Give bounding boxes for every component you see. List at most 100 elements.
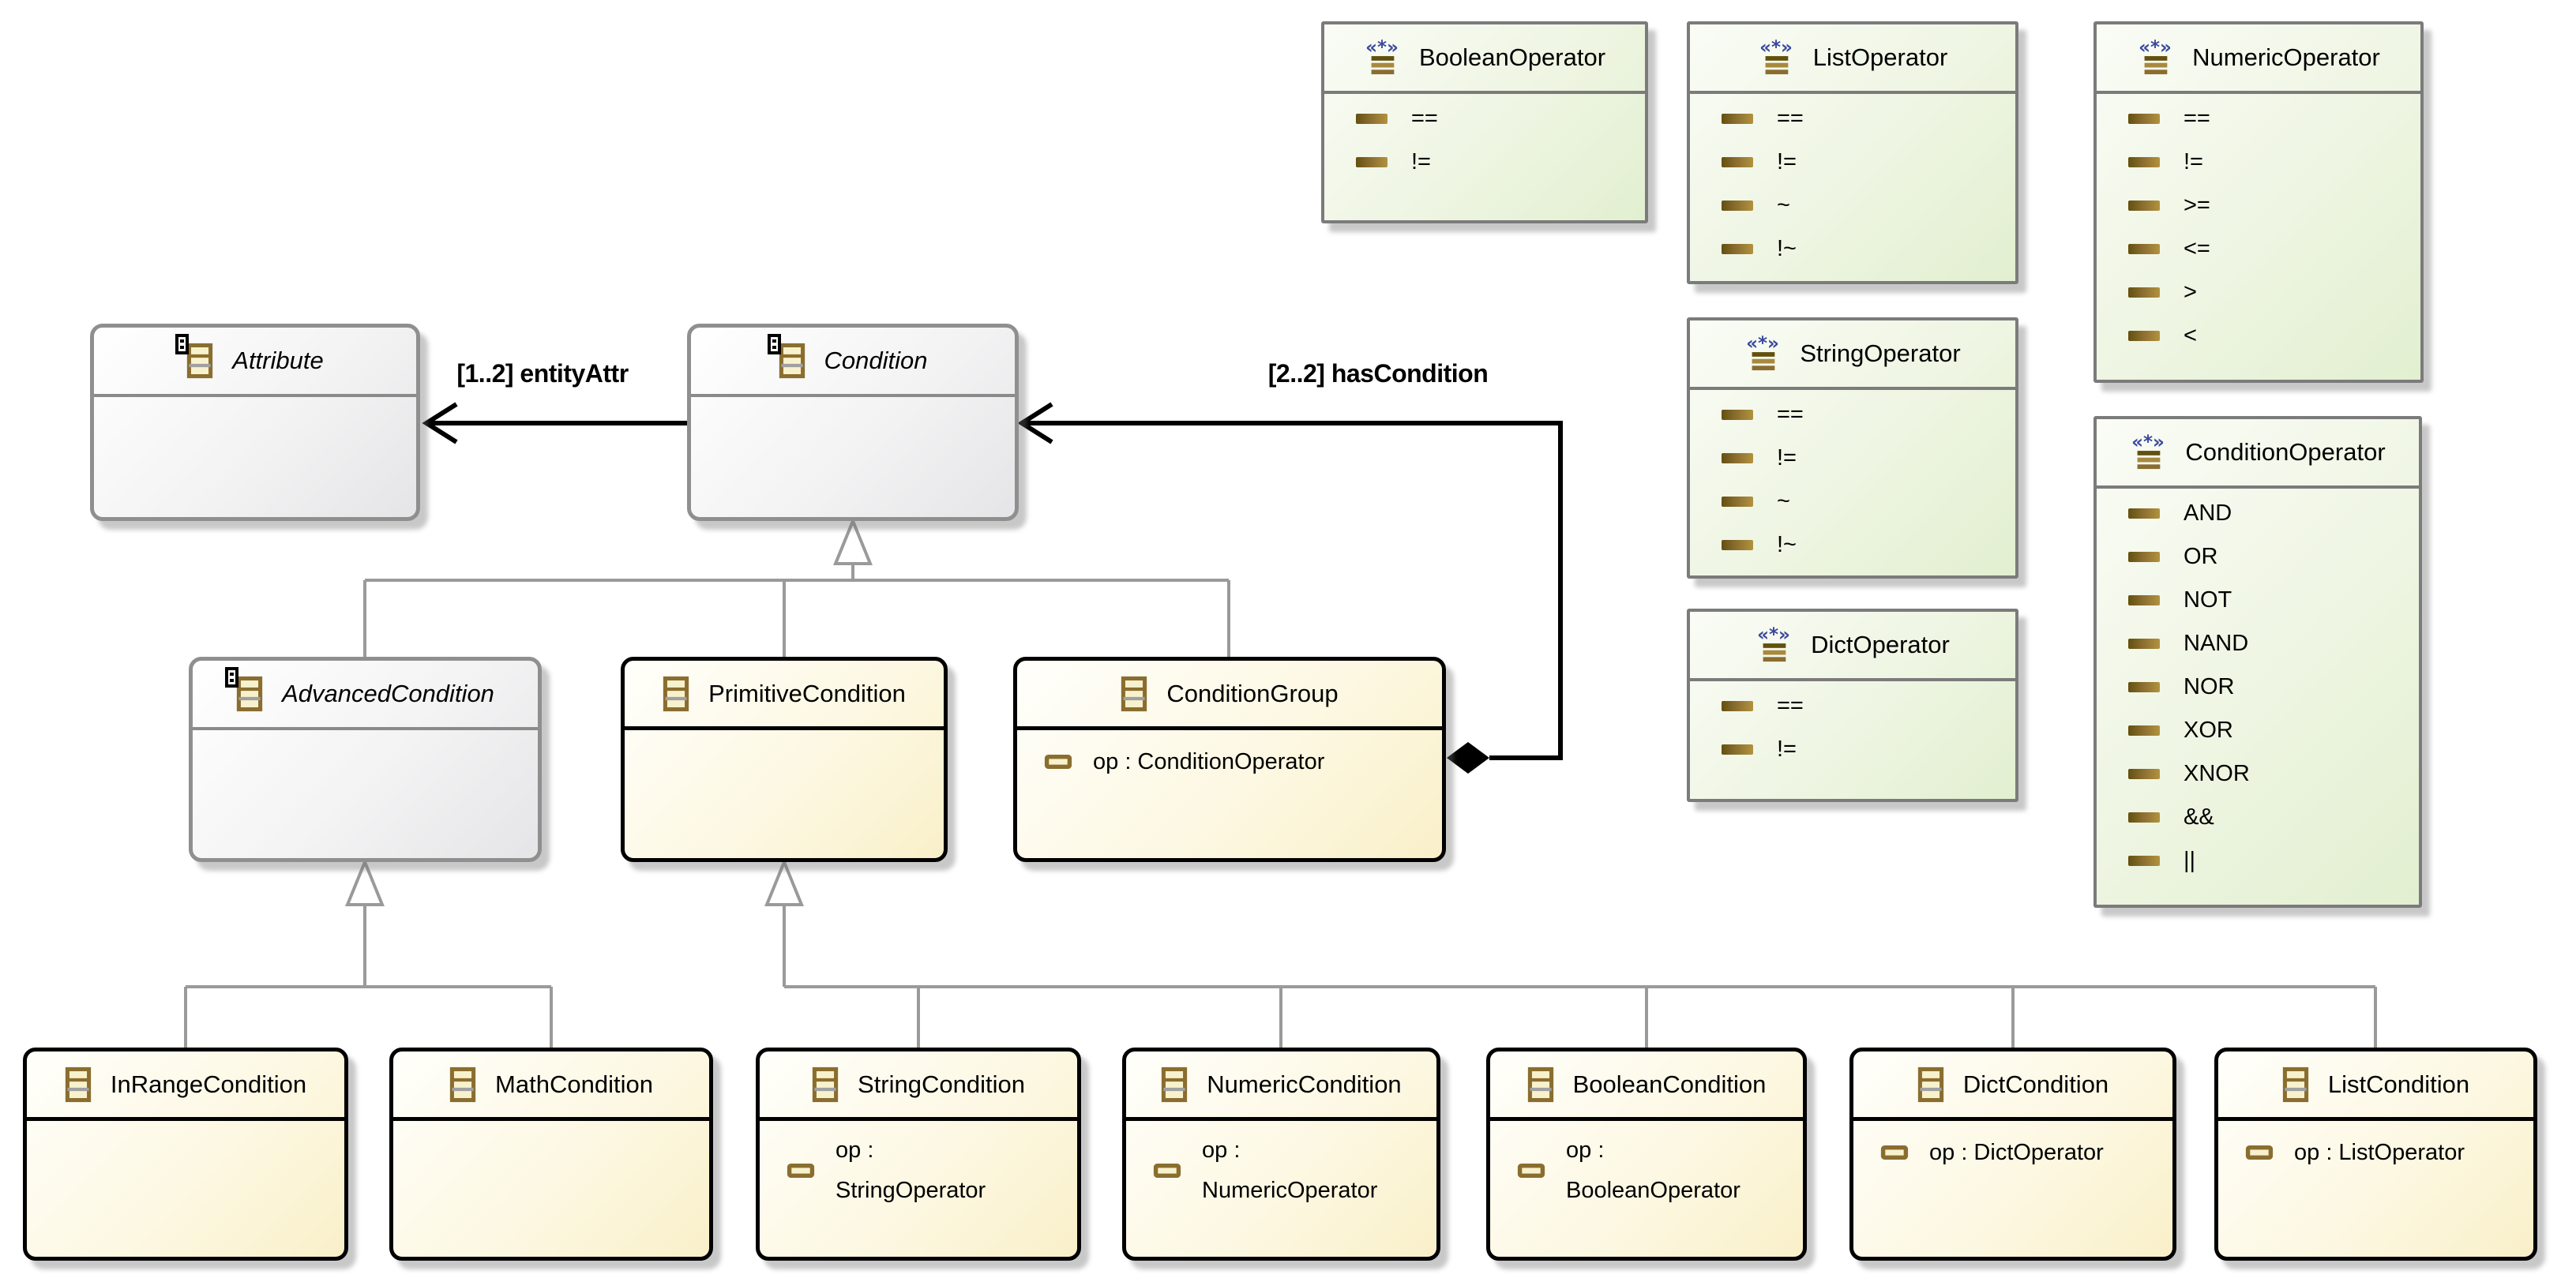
enum-literal-row[interactable]: !~ (1722, 523, 2015, 567)
class-icon (1161, 1066, 1188, 1103)
enum-literal-row[interactable]: !~ (1722, 227, 2015, 271)
enum-literal-icon (2128, 682, 2160, 692)
enum-literal-row[interactable]: <= (2128, 227, 2420, 271)
attribute-row[interactable]: op : ListOperator (2245, 1130, 2533, 1175)
enum-literal-row[interactable]: XOR (2128, 709, 2419, 752)
enum-literal-row[interactable]: ~ (1722, 480, 2015, 523)
enum-literal-icon (1356, 114, 1388, 124)
class-icon (1527, 1066, 1554, 1103)
enum-literal-label: == (2184, 106, 2210, 131)
enum-literal-icon (1722, 744, 1753, 755)
enum-title: NumericOperator (2192, 43, 2380, 71)
literals-compartment: AND OR NOT NAND NOR XOR XNOR && || (2097, 489, 2419, 883)
association-has-condition[interactable] (1017, 402, 1563, 774)
attribute-row[interactable]: op : StringOperator (787, 1130, 1077, 1211)
class-string-condition[interactable]: StringCondition op : StringOperator (756, 1048, 1081, 1261)
class-in-range-condition[interactable]: InRangeCondition (23, 1048, 348, 1261)
class-advanced-condition[interactable]: AdvancedCondition (189, 657, 542, 862)
enum-literal-row[interactable]: != (1356, 141, 1645, 184)
class-dict-condition[interactable]: DictCondition op : DictOperator (1849, 1048, 2176, 1261)
class-numeric-condition[interactable]: NumericCondition op : NumericOperator (1122, 1048, 1440, 1261)
attributes-compartment (625, 730, 944, 740)
enum-literal-icon (1722, 114, 1753, 124)
attributes-compartment (691, 397, 1015, 407)
enum-literal-row[interactable]: >= (2128, 184, 2420, 227)
generalization-primitive-tree[interactable] (764, 857, 2377, 1049)
enumeration-icon (2137, 38, 2173, 77)
literals-compartment: == != (1324, 94, 1645, 184)
enum-literal-row[interactable]: != (1722, 437, 2015, 480)
class-condition-group[interactable]: ConditionGroup op : ConditionOperator (1013, 657, 1446, 862)
enum-literal-row[interactable]: XNOR (2128, 752, 2419, 796)
association-entity-attr[interactable] (422, 402, 687, 444)
class-list-condition[interactable]: ListCondition op : ListOperator (2214, 1048, 2537, 1261)
enum-literal-label: || (2184, 848, 2196, 873)
enum-literal-row[interactable]: ~ (1722, 184, 2015, 227)
label-has-condition[interactable]: [2..2] hasCondition (1267, 359, 1489, 388)
enum-literal-row[interactable]: == (1722, 97, 2015, 141)
enum-string-operator[interactable]: StringOperator == != ~ !~ (1687, 317, 2018, 579)
property-icon (787, 1162, 815, 1179)
class-header: InRangeCondition (27, 1051, 344, 1121)
enum-literal-label: != (1777, 445, 1797, 470)
generalization-arrow-condition (833, 516, 873, 565)
generalization-advanced-tree[interactable] (184, 857, 553, 1049)
class-math-condition[interactable]: MathCondition (389, 1048, 713, 1261)
enumeration-icon (1758, 38, 1794, 77)
generalization-condition-tree[interactable] (363, 516, 1230, 658)
abstract-badge-icon (767, 334, 781, 354)
label-entity-attr[interactable]: [1..2] entityAttr (456, 359, 629, 388)
enumeration-icon (2130, 433, 2166, 472)
enum-literal-icon (2128, 725, 2160, 736)
enum-literal-row[interactable]: == (2128, 97, 2420, 141)
enum-literal-row[interactable]: || (2128, 839, 2419, 883)
enum-literal-row[interactable]: > (2128, 271, 2420, 314)
enum-literal-label: != (1411, 149, 1431, 174)
attribute-label: op : ConditionOperator (1093, 748, 1325, 774)
enum-literal-icon (1722, 157, 1753, 167)
enum-literal-row[interactable]: < (2128, 314, 2420, 358)
class-title: BooleanCondition (1572, 1070, 1767, 1098)
arrowhead-entity-attr (422, 402, 458, 444)
enum-literal-label: NOT (2184, 587, 2232, 613)
class-condition[interactable]: Condition (687, 324, 1019, 521)
class-attribute[interactable]: Attribute (90, 324, 420, 521)
class-header: Attribute (94, 328, 416, 397)
enum-literal-row[interactable]: != (1722, 728, 2015, 771)
attribute-row[interactable]: op : DictOperator (1880, 1130, 2172, 1175)
enum-literal-row[interactable]: == (1356, 97, 1645, 141)
enum-dict-operator[interactable]: DictOperator == != (1687, 609, 2018, 802)
literals-compartment: == != ~ !~ (1690, 390, 2015, 567)
attribute-row[interactable]: op : ConditionOperator (1044, 740, 1442, 784)
enum-list-operator[interactable]: ListOperator == != ~ !~ (1687, 21, 2018, 284)
class-boolean-condition[interactable]: BooleanCondition op : BooleanOperator (1486, 1048, 1807, 1261)
enum-numeric-operator[interactable]: NumericOperator == != >= <= > < (2093, 21, 2424, 383)
enum-literal-label: !~ (1777, 532, 1797, 557)
enum-literal-row[interactable]: OR (2128, 535, 2419, 579)
enum-boolean-operator[interactable]: BooleanOperator == != (1321, 21, 1648, 223)
class-primitive-condition[interactable]: PrimitiveCondition (621, 657, 948, 862)
enum-condition-operator[interactable]: ConditionOperator AND OR NOT NAND NOR XO… (2093, 416, 2422, 908)
enum-literal-row[interactable]: == (1722, 684, 2015, 728)
enum-literal-row[interactable]: NOT (2128, 579, 2419, 622)
enum-literal-label: != (1777, 149, 1797, 174)
enum-literal-row[interactable]: == (1722, 393, 2015, 437)
enum-literal-row[interactable]: != (1722, 141, 2015, 184)
enum-literal-row[interactable]: != (2128, 141, 2420, 184)
class-icon (65, 1066, 92, 1103)
enum-literal-label: == (1411, 106, 1438, 131)
enum-literal-row[interactable]: && (2128, 796, 2419, 839)
class-title: InRangeCondition (110, 1070, 307, 1098)
enum-literal-icon (2128, 552, 2160, 562)
attributes-compartment (27, 1121, 344, 1130)
enum-literal-label: > (2184, 279, 2197, 305)
enum-header: ListOperator (1690, 24, 2015, 94)
attribute-row[interactable]: op : BooleanOperator (1517, 1130, 1803, 1211)
attribute-row[interactable]: op : NumericOperator (1153, 1130, 1436, 1211)
enum-literal-icon (1722, 701, 1753, 711)
enum-literal-row[interactable]: AND (2128, 492, 2419, 535)
enum-literal-row[interactable]: NAND (2128, 622, 2419, 665)
class-title: NumericCondition (1207, 1070, 1402, 1098)
enum-literal-row[interactable]: NOR (2128, 665, 2419, 709)
